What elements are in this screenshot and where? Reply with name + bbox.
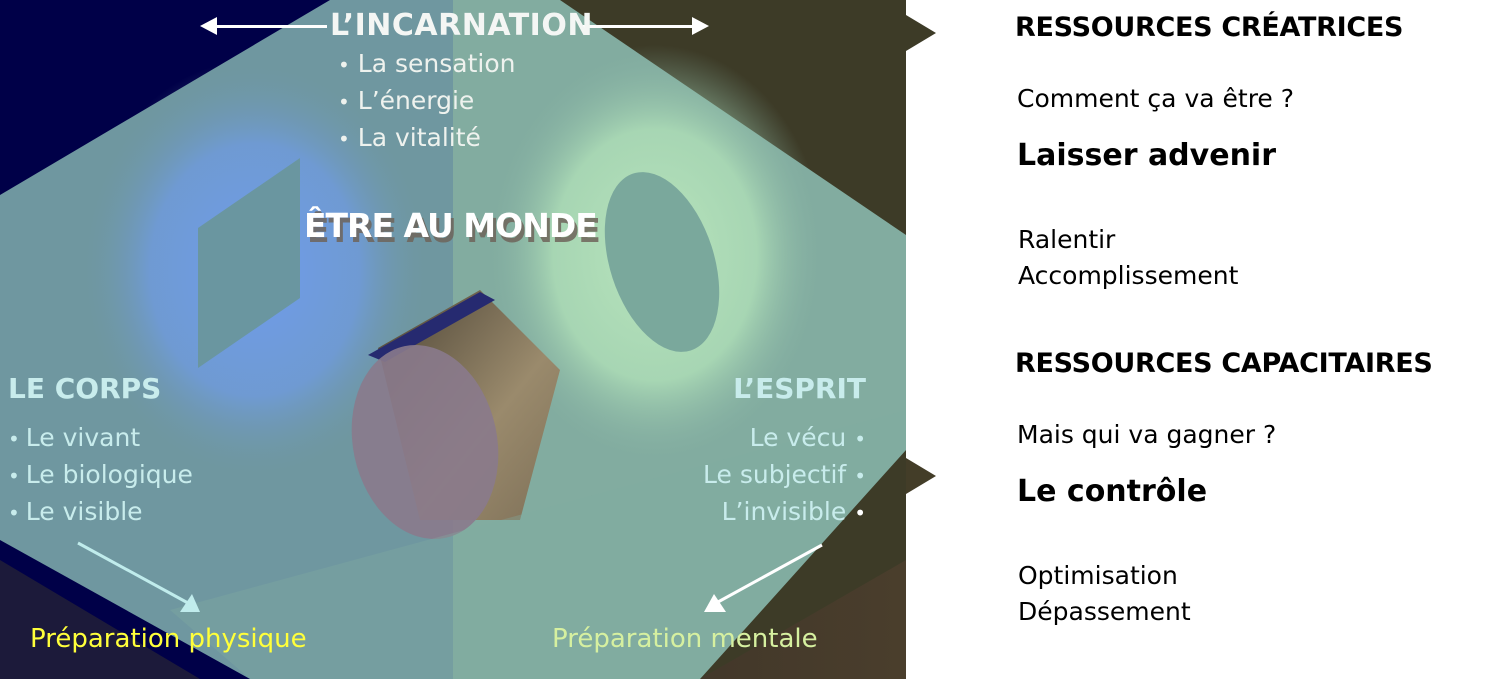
bullet-icon: •: [338, 127, 350, 151]
esprit-list: Le vécu• Le subjectif• L’invisible•: [703, 420, 866, 531]
outcome-physical: Préparation physique: [30, 624, 307, 654]
list-item: •Le biologique: [8, 460, 193, 489]
capacity-question: Mais qui va gagner ?: [1017, 420, 1277, 449]
resources-panel: RESSOURCES CRÉATRICES Comment ça va être…: [1015, 0, 1497, 679]
bullet-icon: •: [338, 90, 350, 114]
creative-key: Laisser advenir: [1017, 138, 1276, 173]
bullet-icon: •: [854, 427, 866, 451]
creative-line: Accomplissement: [1018, 261, 1239, 290]
list-item: •Le vivant: [8, 423, 141, 452]
list-item: •La vitalité: [338, 123, 481, 152]
incarnation-list: •La sensation •L’énergie •La vitalité: [338, 46, 515, 157]
bullet-icon: •: [338, 53, 350, 77]
creative-line: Ralentir: [1018, 225, 1116, 254]
center-label: ÊTRE AU MONDE: [304, 206, 598, 245]
corps-list: •Le vivant •Le biologique •Le visible: [8, 420, 193, 531]
bullet-icon: •: [854, 464, 866, 488]
bullet-icon: •: [854, 501, 866, 525]
bullet-icon: •: [8, 464, 20, 488]
pointer-creative-icon: [906, 15, 936, 51]
creative-heading: RESSOURCES CRÉATRICES: [1015, 12, 1404, 43]
bullet-icon: •: [8, 427, 20, 451]
list-item: •La sensation: [338, 49, 516, 78]
diagram-scene: L’INCARNATION •La sensation •L’énergie •…: [0, 0, 906, 679]
incarnation-title: L’INCARNATION: [330, 8, 593, 43]
capacity-heading: RESSOURCES CAPACITAIRES: [1015, 348, 1433, 379]
list-item: Le vécu•: [749, 423, 866, 452]
creative-question: Comment ça va être ?: [1017, 84, 1295, 113]
arrow-left-icon: [200, 17, 217, 35]
arrow-left-line: [215, 25, 327, 28]
list-item: •Le visible: [8, 497, 143, 526]
list-item: L’invisible•: [721, 497, 866, 526]
corps-title: LE CORPS: [8, 372, 162, 405]
esprit-title: L’ESPRIT: [733, 372, 866, 405]
3d-plane-illustration: [0, 0, 906, 679]
list-item: •L’énergie: [338, 86, 475, 115]
outcome-mental: Préparation mentale: [552, 624, 818, 654]
bullet-icon: •: [8, 501, 20, 525]
arrow-right-line: [583, 25, 693, 28]
pointer-capacity-icon: [906, 458, 936, 494]
capacity-key: Le contrôle: [1017, 474, 1208, 509]
capacity-line: Dépassement: [1018, 597, 1191, 626]
capacity-line: Optimisation: [1018, 561, 1178, 590]
arrow-right-icon: [692, 17, 709, 35]
list-item: Le subjectif•: [703, 460, 866, 489]
